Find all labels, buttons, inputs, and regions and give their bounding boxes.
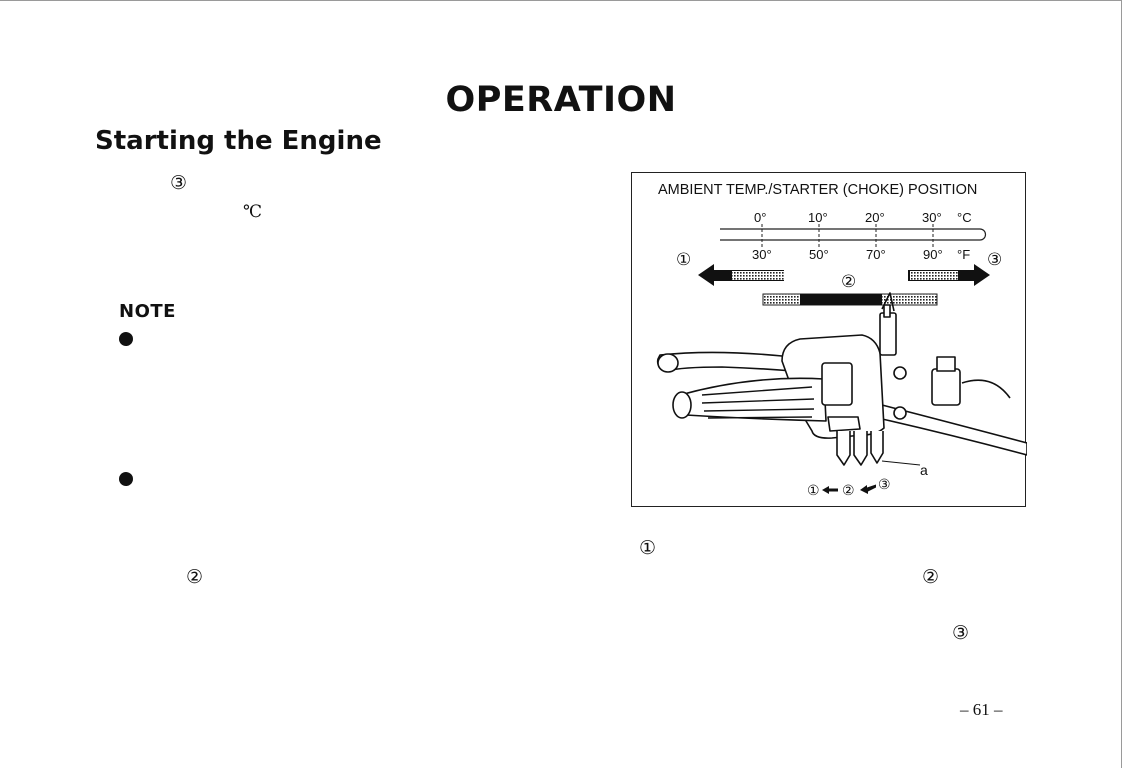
- celsius-tick-label: 0°: [754, 210, 766, 225]
- fahrenheit-tick-label: 70°: [866, 247, 886, 262]
- celsius-symbol: ℃: [243, 202, 263, 222]
- bullet-point: [119, 472, 133, 486]
- fahrenheit-unit: °F: [957, 247, 970, 262]
- lever-label: a: [920, 462, 928, 478]
- fahrenheit-tick-label: 30°: [752, 247, 772, 262]
- thermometer-bulb: [979, 228, 987, 241]
- handlebar-illustration: [656, 292, 1027, 466]
- sequence-arrow-icon: [822, 486, 838, 494]
- section-title: OPERATION: [445, 80, 677, 120]
- circled-marker-2: ②: [186, 566, 204, 588]
- fahrenheit-tick-label: 50°: [809, 247, 829, 262]
- choke-position-figure: 0° 10° 20° 30° °C 30° 50° 70° 90° °F ① ②…: [631, 172, 1027, 507]
- celsius-tick-label: 10°: [808, 210, 828, 225]
- celsius-tick-label: 20°: [865, 210, 885, 225]
- circled-marker-1: ①: [639, 537, 657, 559]
- page-title: Starting the Engine: [95, 126, 382, 156]
- note-heading: NOTE: [119, 301, 176, 322]
- circled-marker-3: ③: [952, 622, 970, 644]
- page-number: – 61 –: [960, 700, 1003, 719]
- celsius-unit: °C: [957, 210, 972, 225]
- position-2-core: [800, 294, 882, 305]
- fahrenheit-tick-label: 90°: [923, 247, 943, 262]
- sequence-marker-2: ②: [842, 483, 855, 499]
- position-3-range: [910, 271, 958, 280]
- figure-caption: AMBIENT TEMP./STARTER (CHOKE) POSITION: [658, 182, 978, 198]
- position-1-range: [732, 271, 784, 280]
- position-3-marker: ③: [987, 250, 1002, 270]
- sequence-marker-3: ③: [878, 477, 891, 493]
- page-border-top: [0, 0, 1122, 1]
- position-1-marker: ①: [676, 250, 691, 270]
- circled-marker-2: ②: [922, 566, 940, 588]
- celsius-tick-label: 30°: [922, 210, 942, 225]
- sequence-marker-1: ①: [807, 483, 820, 499]
- sequence-arrow-icon: [860, 484, 876, 494]
- leader-line: [881, 460, 921, 466]
- position-2-marker: ②: [841, 272, 856, 292]
- choke-illustration: 0° 10° 20° 30° °C 30° 50° 70° 90° °F ① ②…: [656, 210, 1027, 499]
- bullet-point: [119, 332, 133, 346]
- circled-marker-3: ③: [170, 172, 188, 194]
